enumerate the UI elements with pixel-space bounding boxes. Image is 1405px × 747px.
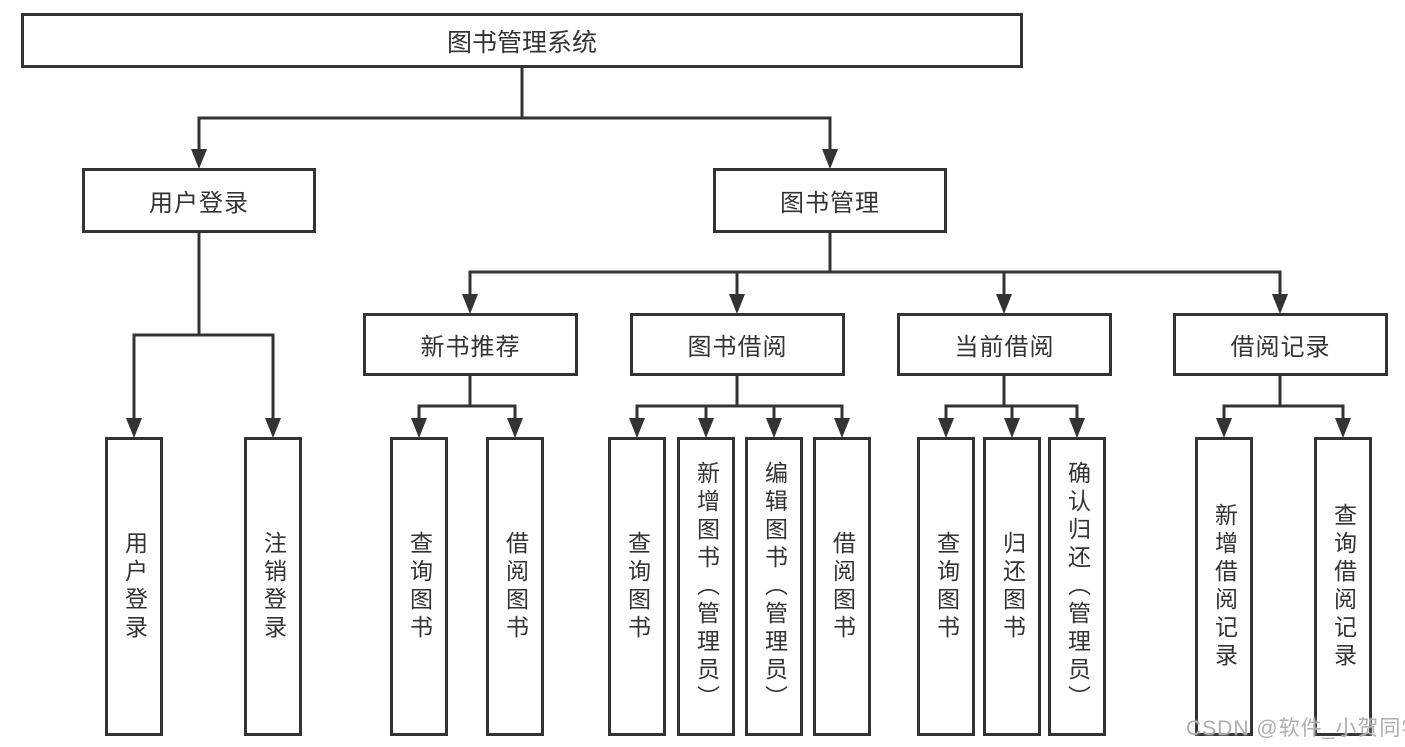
node-user-login: 用户登录 (82, 168, 316, 233)
node-root-label: 图书管理系统 (446, 28, 597, 57)
node-book-borrow: 图书借阅 (630, 313, 845, 376)
leaf-user-login: 用户登录 (105, 437, 163, 736)
watermark-text: CSDN @软件_小贺同学 (1186, 717, 1405, 740)
node-current-borrow: 当前借阅 (897, 313, 1112, 376)
leaf-add-borrow-record: 新增借阅记录 (1195, 437, 1253, 736)
connector-new-book-children (417, 376, 517, 420)
leaf-confirm-return-admin: 确认归还（管理员） (1048, 437, 1106, 736)
leaf-query-books-recommend: 查询图书 (390, 437, 448, 736)
node-current-borrow-label: 当前借阅 (954, 334, 1055, 361)
leaf-add-books-admin: 新增图书（管理员） (677, 437, 735, 736)
leaf-borrow-books-recommend: 借阅图书 (486, 437, 544, 736)
node-new-book-recommend-label: 新书推荐 (420, 334, 521, 361)
node-borrow-record: 借阅记录 (1173, 313, 1388, 376)
node-new-book-recommend: 新书推荐 (363, 313, 578, 376)
leaf-add-borrow-record-label: 新增借阅记录 (1211, 502, 1238, 671)
leaf-logout: 注销登录 (244, 437, 302, 736)
leaf-borrow-books: 借阅图书 (813, 437, 871, 736)
connector-current-borrow-children (944, 376, 1079, 420)
leaf-query-books-current: 查询图书 (917, 437, 975, 736)
leaf-add-books-admin-label: 新增图书（管理员） (693, 460, 720, 713)
leaf-edit-books-admin: 编辑图书（管理员） (745, 437, 803, 736)
node-book-borrow-label: 图书借阅 (687, 334, 788, 361)
leaf-query-books-recommend-label: 查询图书 (406, 530, 433, 643)
leaf-return-books-label: 归还图书 (999, 530, 1026, 643)
connector-book-mgmt-children (468, 233, 1282, 298)
connector-borrow-record-children (1222, 376, 1345, 420)
leaf-confirm-return-admin-label: 确认归还（管理员） (1064, 460, 1091, 713)
leaf-edit-books-admin-label: 编辑图书（管理员） (761, 460, 788, 713)
leaf-borrow-books-recommend-label: 借阅图书 (502, 530, 529, 643)
leaf-return-books: 归还图书 (983, 437, 1041, 736)
leaf-query-borrow-record: 查询借阅记录 (1314, 437, 1372, 736)
leaf-user-login-label: 用户登录 (121, 530, 148, 643)
node-user-login-label: 用户登录 (149, 190, 249, 217)
leaf-logout-label: 注销登录 (260, 530, 287, 643)
node-borrow-record-label: 借阅记录 (1230, 334, 1331, 361)
leaf-borrow-books-label: 借阅图书 (829, 530, 856, 643)
leaf-query-books-current-label: 查询图书 (933, 530, 960, 643)
node-book-management: 图书管理 (713, 168, 947, 233)
leaf-query-borrow-record-label: 查询借阅记录 (1330, 502, 1357, 671)
connector-root-to-level2 (197, 68, 832, 154)
leaf-query-books-borrow: 查询图书 (608, 437, 666, 736)
node-book-management-label: 图书管理 (780, 190, 880, 217)
leaf-query-books-borrow-label: 查询图书 (624, 530, 651, 643)
node-root-library-system: 图书管理系统 (21, 13, 1023, 68)
connector-user-login-children (132, 233, 275, 420)
connector-book-borrow-children (635, 376, 844, 420)
